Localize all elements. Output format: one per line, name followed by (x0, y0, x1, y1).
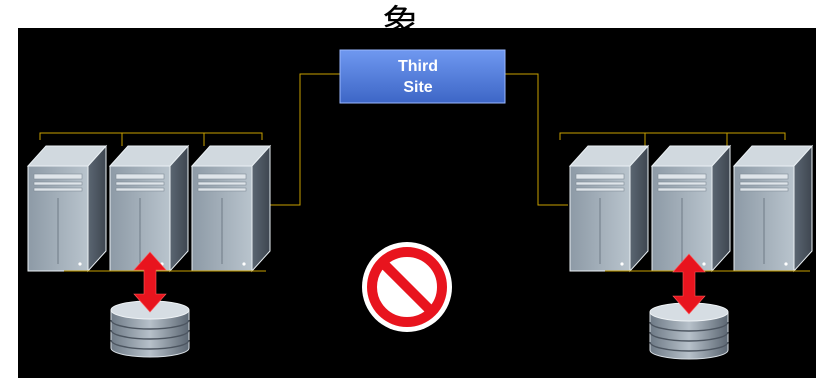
server-tower-icon (570, 146, 648, 271)
third-site-label-line1: Third (398, 58, 438, 75)
server-tower-icon (652, 146, 730, 271)
server-tower-icon (110, 146, 188, 271)
server-tower-icon (28, 146, 106, 271)
server-tower-icon (192, 146, 270, 271)
third-site-label-line2: Site (403, 79, 432, 96)
left-server-cluster (28, 146, 270, 271)
third-site-box: Third Site (340, 50, 505, 103)
server-tower-icon (734, 146, 812, 271)
prohibited-icon (362, 242, 452, 332)
right-server-cluster (570, 146, 812, 271)
